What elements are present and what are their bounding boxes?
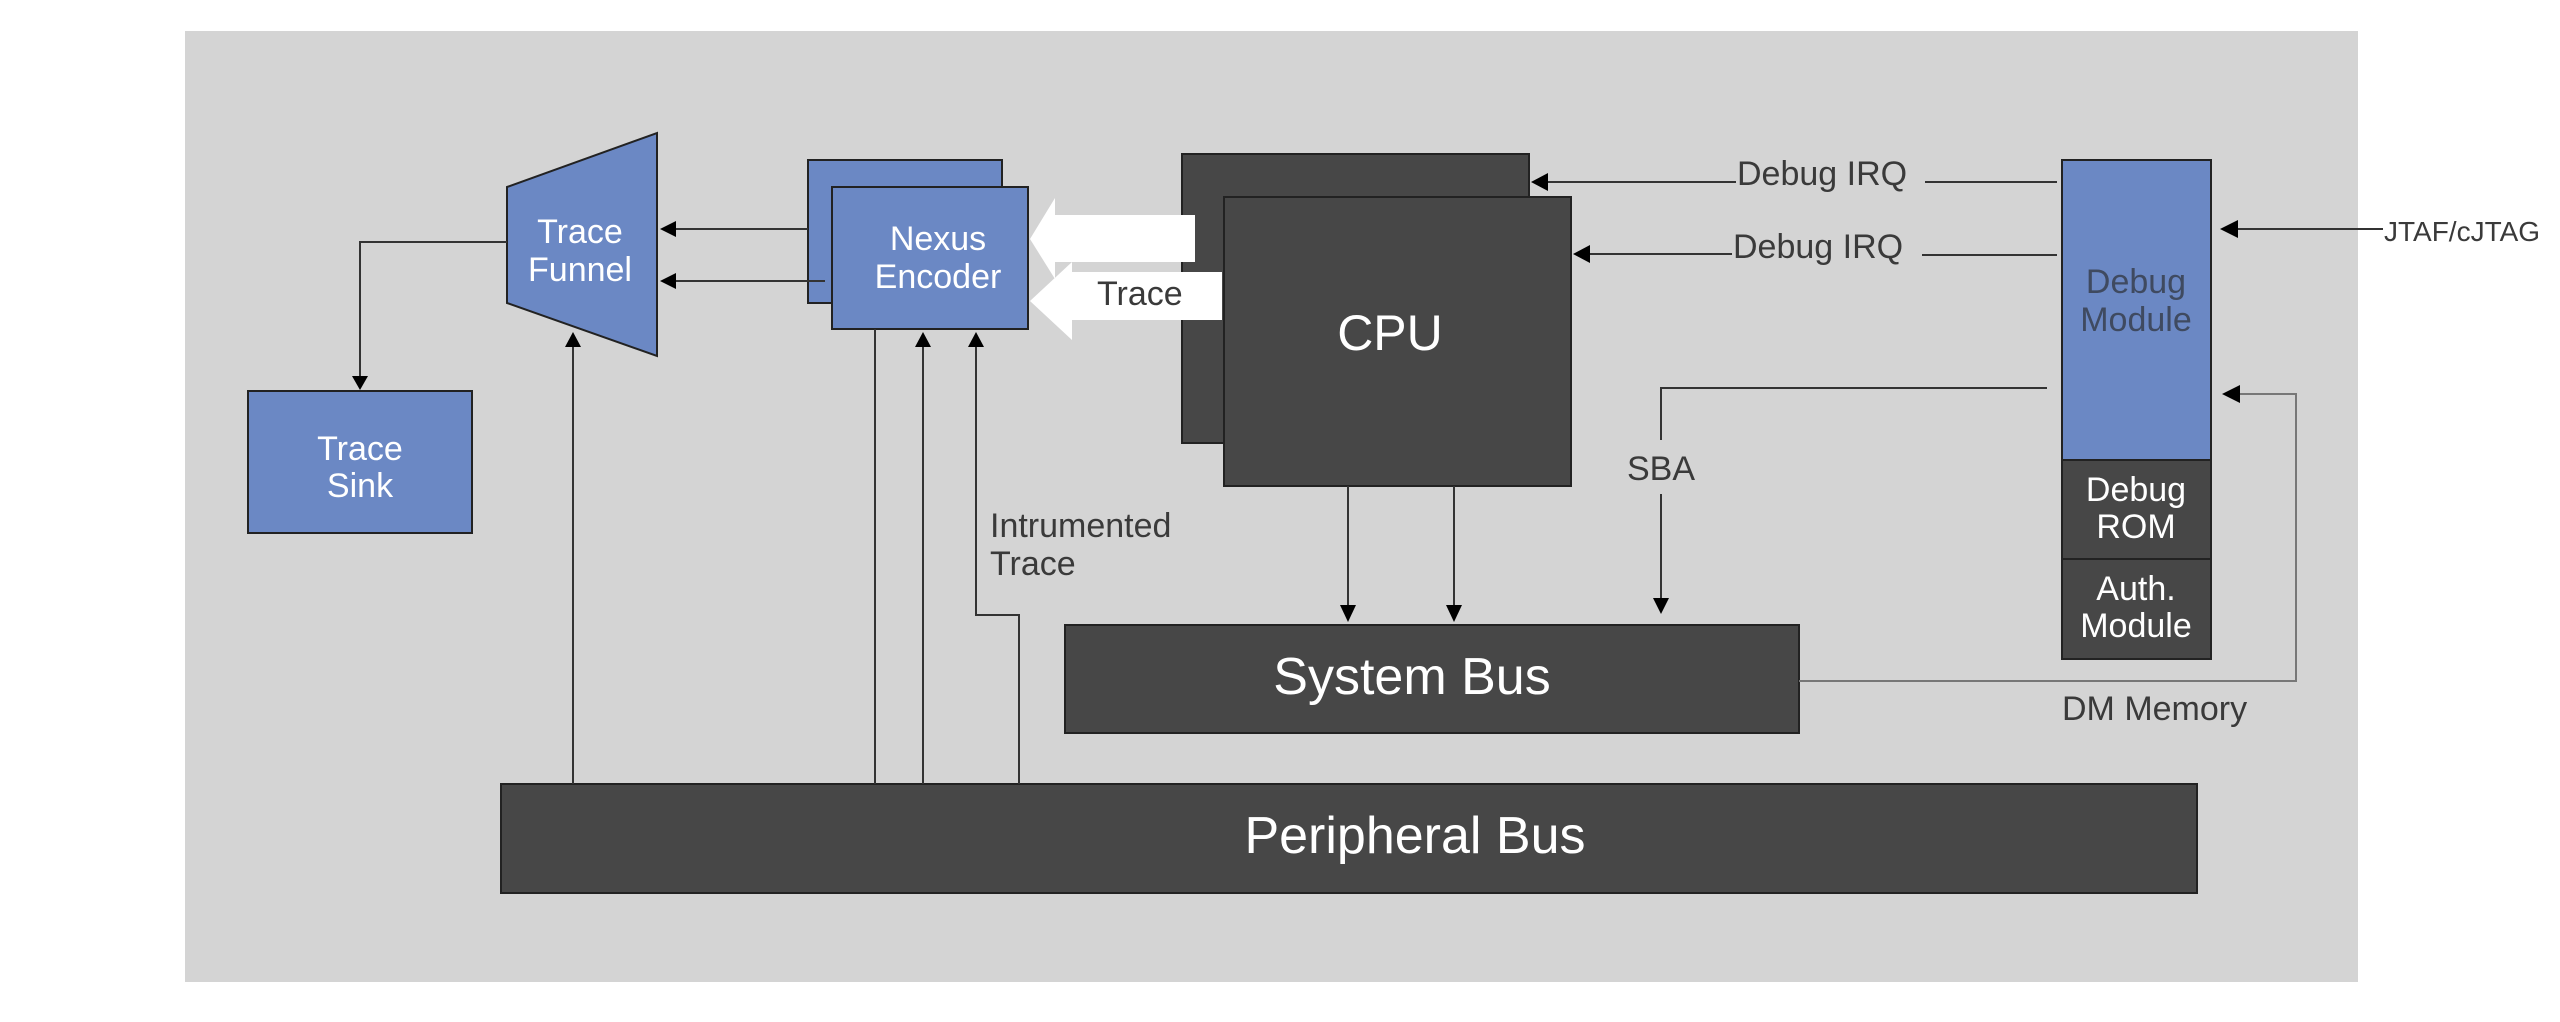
trace-sink-label-line2: Sink [327,467,394,505]
dm-memory-arrowhead [2222,385,2240,403]
sba-wire-upper [1660,387,2047,440]
debug-irq-label-1: Debug IRQ [1737,155,1907,193]
trace-sink-block [247,390,473,534]
debug-irq-label-2: Debug IRQ [1733,228,1903,266]
funnel-to-sink-arrowhead [352,376,368,390]
instrumented-trace-wire [975,346,1020,784]
trace-funnel-label-line1: Trace [537,213,623,251]
pbus-to-encoder-arrowhead-2 [915,332,931,347]
sba-arrowhead [1653,598,1669,614]
trace-funnel-label-line2: Funnel [528,251,632,289]
encoder-to-funnel-arrowhead-2 [660,273,676,289]
debug-module-label-line1: Debug [2086,263,2186,301]
cpu-to-sysbus-arrowhead-1 [1340,605,1356,622]
debug-irq-arrowhead-1 [1531,173,1548,191]
peripheral-bus-block [500,783,2198,894]
system-bus-block [1064,624,1800,734]
debug-irq-arrowhead-2 [1573,245,1590,263]
trace-sink-label-line1: Trace [317,430,403,468]
instrumented-trace-arrowhead [968,332,984,347]
nexus-encoder-label-line2: Encoder [875,258,1002,296]
jtag-arrowhead [2220,220,2238,238]
debug-module-label-line2: Module [2080,301,2192,339]
dm-memory-label: DM Memory [2062,690,2247,728]
debug-module-block [2061,159,2212,461]
auth-module-label-line1: Auth. [2096,570,2175,608]
trace-block-arrow-lower [1030,262,1222,340]
jtag-label: JTAF/cJTAG [2384,216,2540,247]
dm-memory-wire [1799,393,2297,682]
encoder-to-funnel-arrowhead-1 [660,221,676,237]
debug-rom-label-line2: ROM [2096,508,2175,546]
cpu-block [1223,196,1572,487]
instrumented-trace-label-line2: Trace [990,545,1076,583]
trace-block-arrow-upper [1030,198,1195,279]
trace-funnel-block [506,131,658,358]
peripheral-bus-label: Peripheral Bus [1244,807,1585,865]
debug-rom-label-line1: Debug [2086,471,2186,509]
sba-label: SBA [1627,450,1695,488]
nexus-encoder-label-line1: Nexus [890,220,986,258]
auth-module-block [2061,558,2212,660]
trace-signal-label: Trace [1097,275,1183,313]
instrumented-trace-label-line1: Intrumented [990,507,1171,545]
cpu-to-sysbus-arrowhead-2 [1446,605,1462,622]
funnel-to-sink-wire [359,241,507,378]
nexus-encoder-block [831,186,1029,330]
cpu-label: CPU [1337,305,1443,361]
pbus-to-funnel-arrowhead [565,332,581,347]
auth-module-label-line2: Module [2080,607,2192,645]
system-bus-label: System Bus [1273,648,1550,706]
